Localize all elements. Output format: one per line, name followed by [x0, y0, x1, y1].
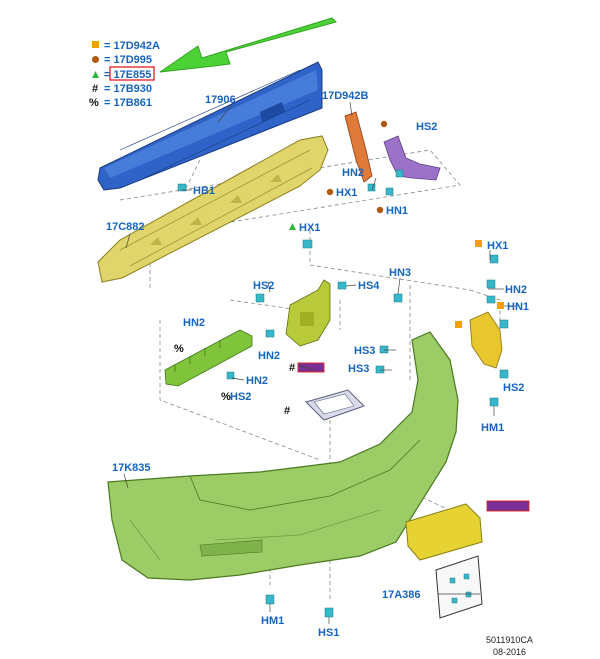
- redacted-label-right: [486, 500, 530, 512]
- legend-percent-symbol: %: [89, 97, 99, 109]
- label-hs4: HS4: [358, 280, 380, 292]
- license-bracket: [405, 503, 483, 561]
- circle-marker: [326, 188, 334, 196]
- percent-marker: %: [174, 343, 184, 355]
- percent-marker: %: [221, 391, 231, 403]
- redacted-label-center: [297, 362, 325, 373]
- kit-box-17A386: [435, 555, 483, 619]
- footer: 5011910CA 08-2016: [486, 635, 533, 657]
- legend-code-3: = 17E855: [104, 69, 151, 81]
- part-labels: 17906 17D942B HS2 HN2 HB1 HX1 HN1 17C882…: [106, 90, 529, 639]
- label-hm1-bottom: HM1: [261, 615, 284, 627]
- fastener-clips: [177, 169, 509, 618]
- highlight-arrow: [159, 17, 337, 73]
- label-hn2-left: HN2: [183, 317, 205, 329]
- label-hs3-b: HS3: [348, 363, 369, 375]
- label-hs2-top: HS2: [416, 121, 437, 133]
- impact-bar-17906: [97, 61, 323, 191]
- circle-marker: [380, 120, 388, 128]
- legend-square-marker: [92, 41, 99, 48]
- energy-absorber-17C882: [97, 135, 329, 283]
- label-hs1: HS1: [318, 627, 339, 639]
- bracket-purple: [383, 135, 441, 181]
- legend-highlight-box: [109, 66, 155, 81]
- footer-date: 08-2016: [493, 647, 526, 657]
- hash-marker: #: [289, 362, 295, 374]
- label-hn2-center: HN2: [258, 350, 280, 362]
- square-marker: [475, 240, 482, 247]
- label-hn2-right: HN2: [505, 284, 527, 296]
- triangle-marker: [289, 223, 296, 230]
- bracket-left-green: [164, 329, 253, 387]
- bracket-17D942B: [344, 111, 373, 183]
- square-marker: [497, 302, 504, 309]
- label-17906: 17906: [205, 94, 236, 106]
- label-17A386: 17A386: [382, 589, 421, 601]
- hash-marker: #: [284, 405, 290, 417]
- label-hn3: HN3: [389, 267, 411, 279]
- footer-ref: 5011910CA: [486, 635, 533, 645]
- label-hm1-right: HM1: [481, 422, 504, 434]
- bracket-right-yellow: [469, 311, 503, 369]
- label-hn2-lower: HN2: [246, 375, 268, 387]
- label-hx1-top: HX1: [336, 187, 357, 199]
- plate-frame: [305, 389, 365, 421]
- label-hs2-right: HS2: [503, 382, 524, 394]
- leader-lines: [123, 101, 518, 624]
- label-hx1-right: HX1: [487, 240, 508, 252]
- legend-code-4: = 17B930: [104, 83, 152, 95]
- circle-marker: [376, 206, 384, 214]
- label-hb1: HB1: [193, 185, 215, 197]
- legend-code-5: = 17B861: [104, 97, 152, 109]
- label-hs2-lower: HS2: [230, 391, 251, 403]
- callout-symbols: % % # #: [174, 120, 504, 417]
- label-hs2-mid: HS2: [253, 280, 274, 292]
- bracket-center: [285, 279, 331, 347]
- label-hs3-a: HS3: [354, 345, 375, 357]
- label-17C882: 17C882: [106, 221, 145, 233]
- label-hx1-mid: HX1: [299, 222, 320, 234]
- label-hn1-right: HN1: [507, 301, 529, 313]
- legend-code-1: = 17D942A: [104, 40, 160, 52]
- legend: = 17D942A = 17D995 = 17E855 # = 17B930 %…: [89, 40, 160, 109]
- label-17D942B: 17D942B: [322, 90, 369, 102]
- legend-code-2: = 17D995: [104, 54, 152, 66]
- label-hn1-top: HN1: [386, 205, 408, 217]
- legend-circle-marker: [92, 56, 99, 63]
- legend-triangle-marker: [92, 71, 99, 78]
- bumper-cover-17K835: [107, 331, 459, 581]
- square-marker: [455, 321, 462, 328]
- label-17K835: 17K835: [112, 462, 151, 474]
- label-hn2-top: HN2: [342, 167, 364, 179]
- legend-hash-symbol: #: [92, 83, 98, 95]
